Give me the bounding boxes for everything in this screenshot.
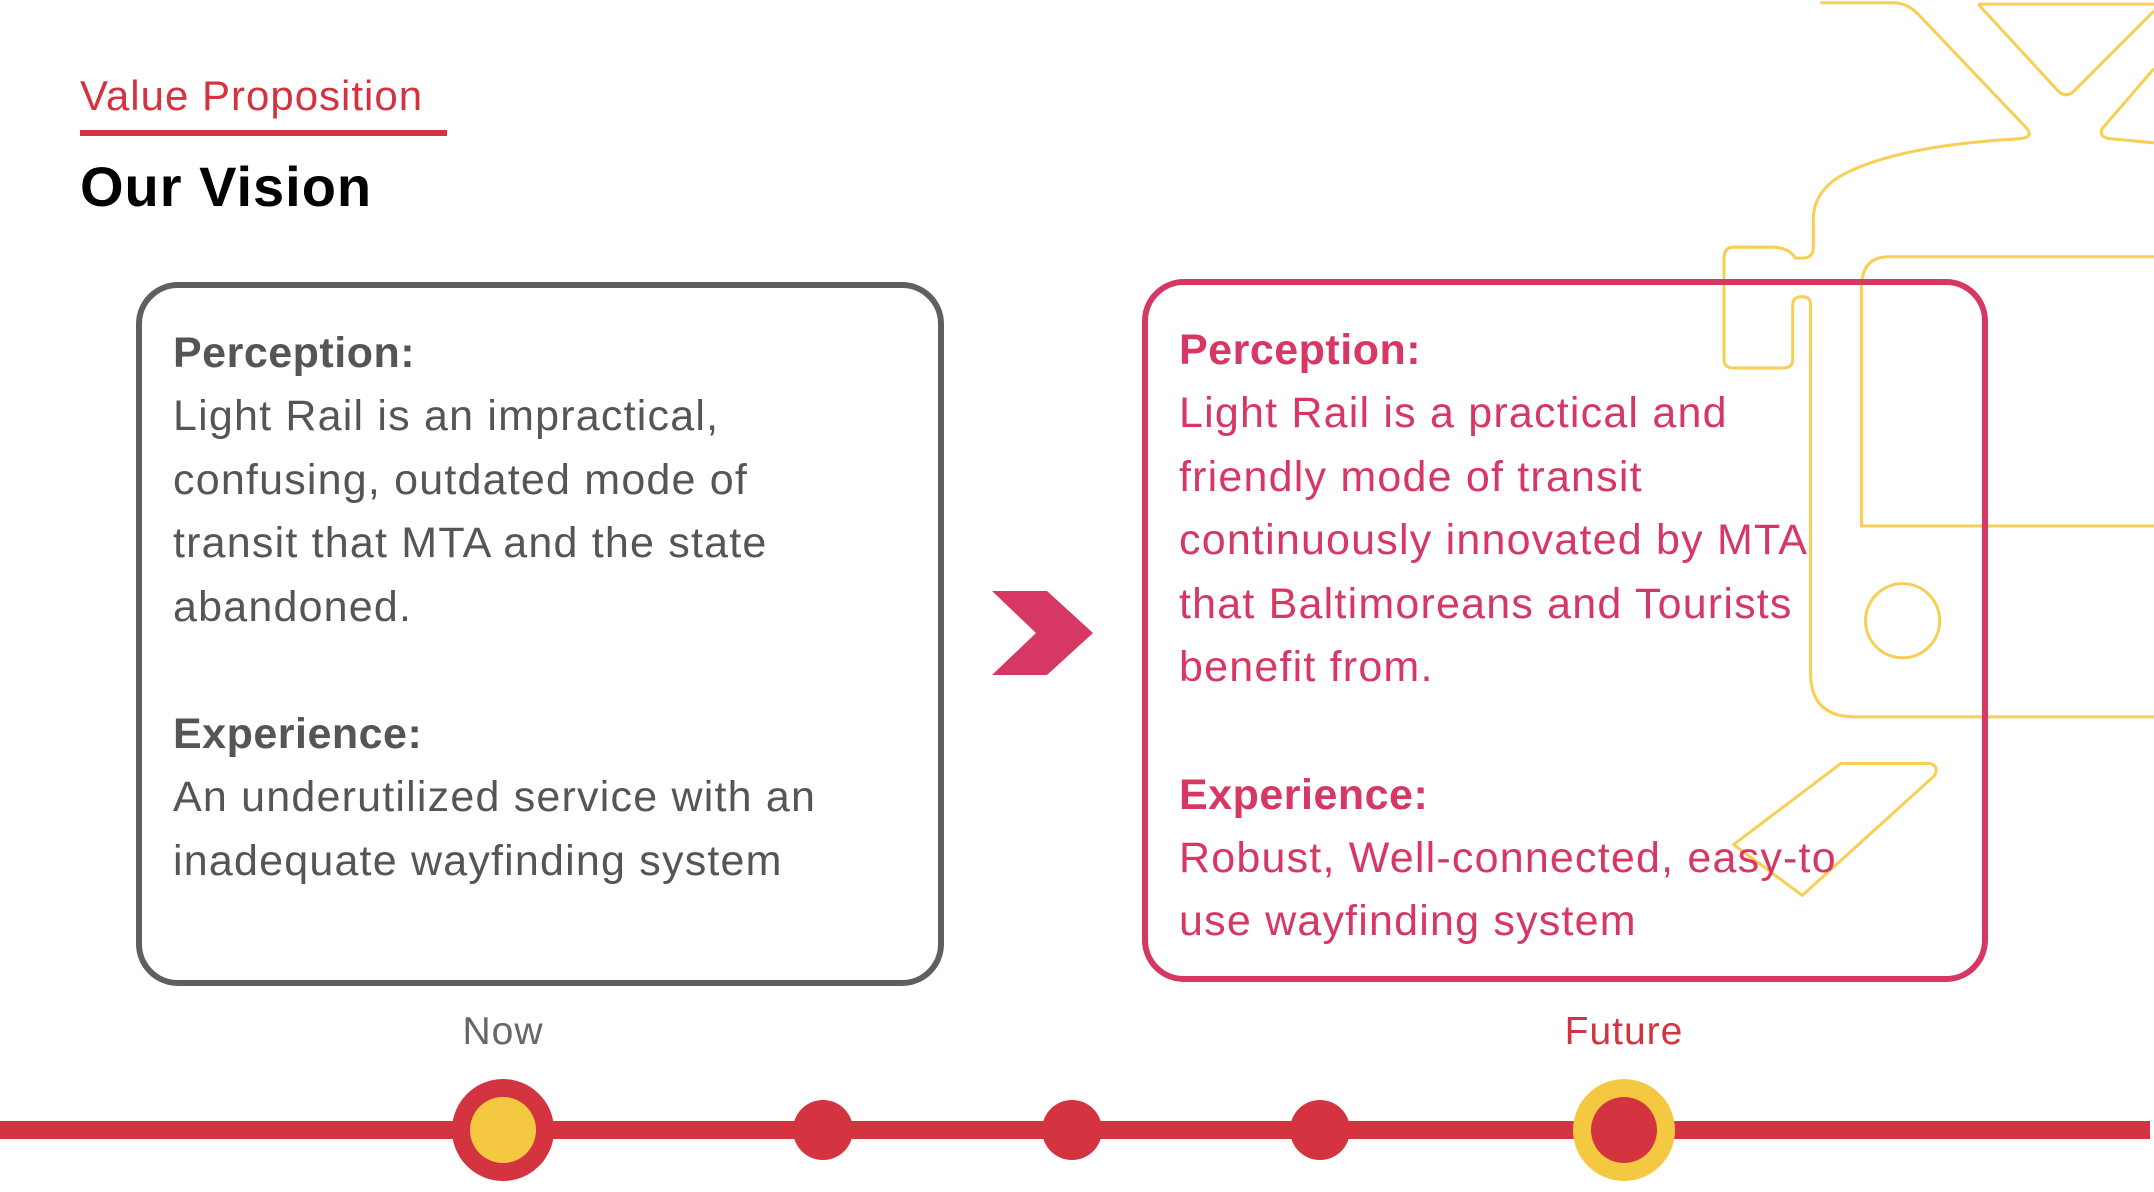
now-experience-line: An underutilized service with an [173, 773, 817, 821]
now-perception-line: confusing, outdated mode of [173, 455, 749, 504]
timeline-stop [1290, 1100, 1350, 1160]
future-perception-line: friendly mode of transit [1179, 452, 1643, 501]
future-experience-label: Experience: [1179, 770, 1429, 819]
timeline-stop [1042, 1100, 1102, 1160]
future-perception-line: Light Rail is a practical and [1179, 389, 1728, 437]
future-perception-line: that Baltimoreans and Tourists [1179, 579, 1793, 628]
future-perception-line: benefit from. [1179, 643, 1434, 691]
future-perception-line: continuously innovated by MTA [1179, 516, 1809, 564]
now-experience-label: Experience: [173, 710, 423, 758]
chevron-right-icon [992, 591, 1093, 675]
future-experience-line: Robust, Well-connected, easy-to [1179, 833, 1837, 882]
timeline-now-label: Now [462, 1010, 544, 1053]
section-label: Value Proposition [80, 72, 424, 119]
section-underline [80, 130, 447, 136]
now-card: Perception: Light Rail is an impractical… [136, 282, 944, 986]
timeline-stop-now [452, 1079, 554, 1181]
now-perception-label: Perception: [173, 329, 416, 377]
timeline-stop-future [1573, 1079, 1675, 1181]
timeline-future-label: Future [1564, 1010, 1684, 1053]
timeline-stop [793, 1100, 853, 1160]
page-title: Our Vision [80, 155, 373, 218]
future-perception-label: Perception: [1179, 326, 1422, 374]
now-perception-line: transit that MTA and the state [173, 519, 768, 567]
now-experience-line: inadequate wayfinding system [173, 836, 783, 885]
future-experience-line: use wayfinding system [1179, 897, 1637, 945]
now-perception-line: abandoned. [173, 582, 413, 631]
now-perception-line: Light Rail is an impractical, [173, 392, 720, 440]
future-card: Perception: Light Rail is a practical an… [1142, 279, 1988, 982]
